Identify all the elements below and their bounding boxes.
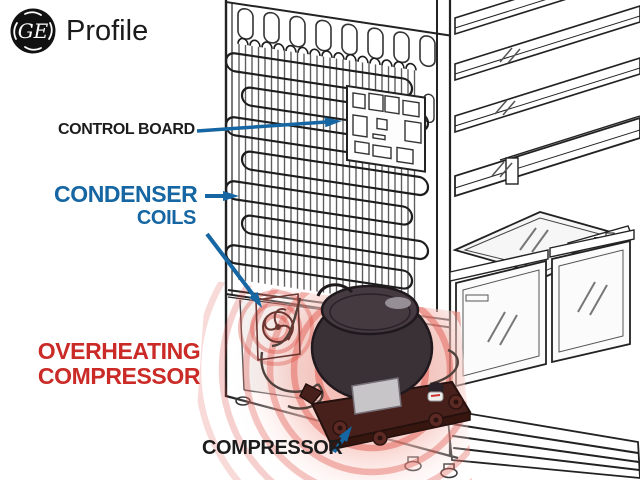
compressor-arrow xyxy=(332,426,352,454)
ge-monogram: GE xyxy=(18,19,49,43)
condenser-arrow xyxy=(205,191,239,201)
callout-arrows xyxy=(196,117,352,454)
label-compressor: COMPRESSOR xyxy=(202,437,343,459)
base-grille xyxy=(445,408,640,479)
crisper-drawer-left xyxy=(449,249,549,388)
crisper-drawer-right xyxy=(549,229,635,364)
glass-shelf-3 xyxy=(454,57,640,134)
brand-name: Profile xyxy=(66,14,149,47)
brand-header: GE Profile xyxy=(10,8,148,54)
refrigerator-back-panel xyxy=(224,0,451,329)
condenser-fan xyxy=(255,293,301,361)
shelf-rail xyxy=(499,115,640,161)
label-control-board: CONTROL BOARD xyxy=(58,121,195,138)
label-overheating-compressor: OVERHEATING COMPRESSOR xyxy=(36,339,202,389)
coils-arrow xyxy=(205,232,262,308)
overheating-line2: COMPRESSOR xyxy=(37,363,201,389)
compressor-label-plate xyxy=(351,377,402,415)
glass-shelf-4 xyxy=(454,117,640,198)
drawer-handle xyxy=(465,294,489,302)
label-condenser: CONDENSER xyxy=(54,181,198,207)
coil-top-arches xyxy=(237,37,417,71)
control-board-arrow xyxy=(196,117,342,133)
compressor-connector xyxy=(427,382,444,402)
overheating-line1: OVERHEATING xyxy=(37,338,201,364)
label-coils: COILS xyxy=(136,207,197,229)
condenser-coils xyxy=(224,37,430,307)
compressor-body xyxy=(310,283,444,415)
compressor-compartment xyxy=(194,0,472,480)
control-board xyxy=(346,84,426,173)
glass-shelf-2 xyxy=(454,5,640,82)
shelf-support-bracket xyxy=(505,157,519,185)
glass-shelf-1 xyxy=(454,0,567,36)
ge-logo-icon: GE xyxy=(10,8,56,54)
